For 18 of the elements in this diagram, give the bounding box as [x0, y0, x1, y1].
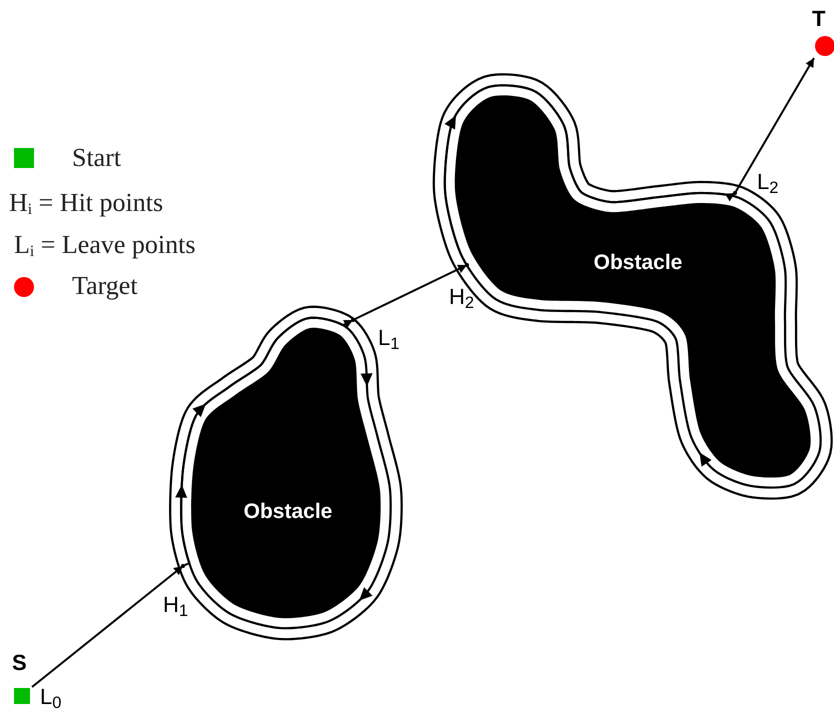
legend-label: Start	[72, 145, 122, 171]
path-arrow	[31, 565, 184, 688]
path-arrow	[734, 58, 815, 194]
legend-label: L$_{i}$ = Leave points	[14, 232, 196, 260]
point-label: H$_{2}$	[449, 286, 474, 312]
obstacle-label: Obstacle	[244, 500, 332, 524]
point-label: L$_{2}$	[757, 171, 778, 197]
legend-label: Target	[72, 273, 138, 299]
path-arrow	[180, 316, 354, 567]
point-label: S	[12, 652, 27, 674]
legend-label: H$_{i}$ = Hit points	[9, 190, 164, 218]
path-arrow	[352, 264, 468, 321]
point-label: L$_{1}$	[378, 327, 400, 353]
obstacle-label: Obstacle	[594, 251, 682, 275]
point-label: H$_{1}$	[163, 594, 188, 620]
point-label: L$_{0}$	[40, 686, 62, 710]
point-label: T	[812, 8, 826, 30]
path-arrow	[444, 84, 736, 266]
